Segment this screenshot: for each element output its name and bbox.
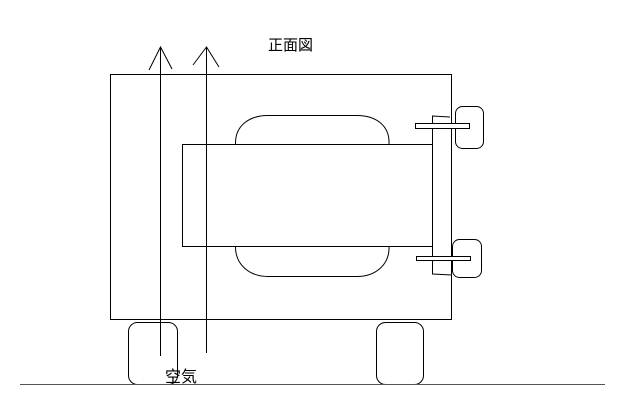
- diagram-title: 正面図: [268, 36, 314, 54]
- right-foot: [376, 322, 424, 385]
- transformer-core: [182, 144, 433, 247]
- air-label: 空気: [165, 367, 198, 386]
- airflow-arrow-1: [148, 45, 173, 356]
- top-terminal-bar: [415, 123, 470, 129]
- lower-coil-end: [234, 245, 390, 277]
- airflow-arrow-2: [192, 46, 220, 353]
- upper-coil-end: [234, 115, 390, 145]
- terminal-bracket: [432, 115, 453, 276]
- bottom-terminal-bar: [416, 256, 471, 261]
- cabinet-body: [110, 74, 452, 320]
